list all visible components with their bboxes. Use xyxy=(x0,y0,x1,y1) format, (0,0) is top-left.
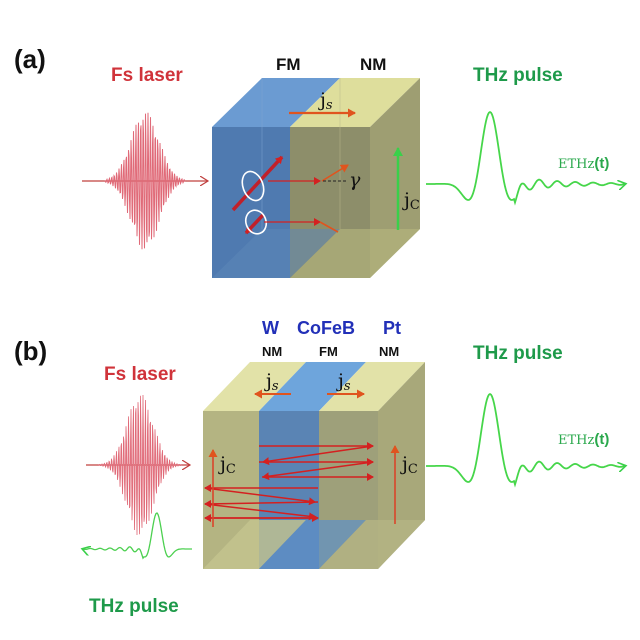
fm-top-face xyxy=(212,78,340,127)
panel-a-nm-label: NM xyxy=(360,55,386,74)
panel-b-jc-right-symbol: jC xyxy=(400,453,418,477)
panel-a-thz-waveform xyxy=(426,110,626,206)
deflected-electron-line xyxy=(319,221,339,233)
multiple-reflection-arrows xyxy=(204,442,374,522)
precession-loop-icon xyxy=(244,209,268,235)
layer-nm-right-label: NM xyxy=(379,344,399,359)
panel-b-sample-cube xyxy=(203,362,425,569)
pt-side-face xyxy=(378,362,425,569)
panel-a: (a) Fs laser FM NM THz pulse js xyxy=(14,44,626,278)
panel-a-thz-label: THz pulse xyxy=(473,65,563,86)
pt-top-face xyxy=(319,362,425,411)
fm-bottom-face xyxy=(212,229,340,278)
panel-b: (b) Fs laser W CoFeB Pt NM FM NM THz pul… xyxy=(14,318,626,617)
panel-a-laser-label: Fs laser xyxy=(111,65,183,86)
deflected-electron-arrow xyxy=(321,164,349,182)
panel-b-backward-thz-waveform xyxy=(82,512,192,560)
precession-loop-icon xyxy=(241,170,265,202)
magnetization-up-arrow xyxy=(231,155,284,212)
panel-b-thz-label: THz pulse xyxy=(473,343,563,364)
panel-b-thz-waveform xyxy=(426,392,626,488)
panel-b-laser-label: Fs laser xyxy=(104,364,176,385)
panel-b-ethz-label: ETHz(t) xyxy=(558,431,609,448)
panel-b-jc-left-symbol: jC xyxy=(218,453,236,477)
w-top-face xyxy=(203,362,306,411)
panel-a-ethz-label: ETHz(t) xyxy=(558,155,609,172)
gamma-symbol: γ xyxy=(349,169,361,191)
panel-a-js-symbol: js xyxy=(318,89,333,113)
panel-a-sample-cube xyxy=(212,78,420,278)
layer-fm-label: FM xyxy=(319,344,338,359)
panel-a-label: (a) xyxy=(14,44,46,74)
material-pt-label: Pt xyxy=(383,318,401,338)
material-cofeb-label: CoFeB xyxy=(297,318,355,338)
nm-bottom-face xyxy=(290,229,420,278)
nm-top-face xyxy=(290,78,420,127)
material-w-label: W xyxy=(262,318,279,338)
panel-b-laser-pulse xyxy=(97,394,183,536)
nm-side-face xyxy=(370,78,420,278)
layer-nm-left-label: NM xyxy=(262,344,282,359)
panel-b-js-right-symbol: js xyxy=(336,370,351,394)
panel-b-backward-thz-label: THz pulse xyxy=(89,596,179,617)
panel-a-laser-pulse xyxy=(104,112,186,250)
cofeb-top-face xyxy=(259,362,366,411)
panel-a-fm-label: FM xyxy=(276,55,301,74)
panel-b-js-left-symbol: js xyxy=(264,370,279,394)
panel-b-label: (b) xyxy=(14,336,47,366)
panel-a-jc-symbol: jC xyxy=(402,189,420,213)
